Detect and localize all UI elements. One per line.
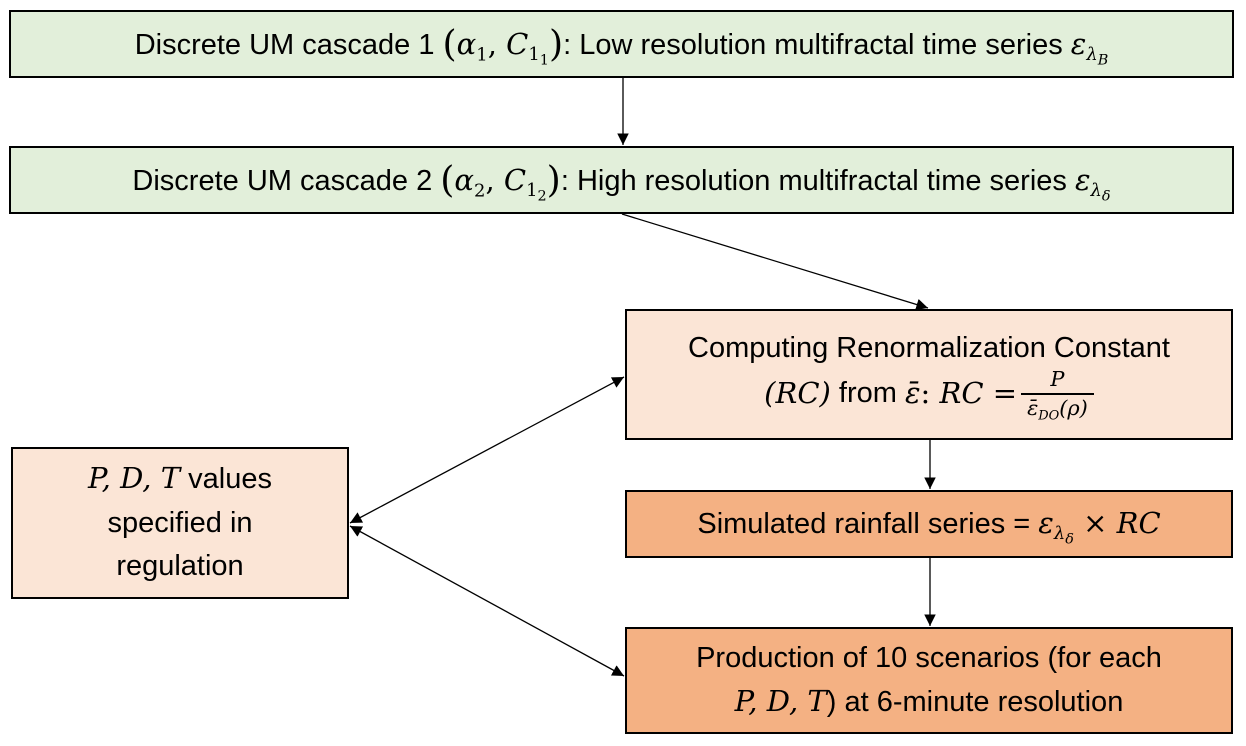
simulated-rainfall-box: Simulated rainfall series = ελδ × RC [625, 490, 1233, 558]
lambda-subsubscript: B [1097, 52, 1109, 69]
arrow-pdt-production [349, 525, 625, 677]
renormalization-box: Computing Renormalization Constant (RC) … [625, 309, 1233, 440]
simulated-rainfall-label: Simulated rainfall series = ελδ × RC [697, 502, 1160, 547]
colon: : [920, 376, 940, 411]
fraction-numerator: P [1050, 367, 1065, 392]
alpha-symbol: α [454, 163, 474, 197]
rc-equals: RC = [939, 376, 1018, 411]
alpha-subscript: 1 [476, 44, 488, 66]
epsilon-bar-symbol: ε̄ [904, 376, 921, 411]
production-line2-rest: ) at 6-minute resolution [826, 686, 1124, 718]
c-subsubscript: 2 [537, 188, 547, 205]
rc-label: (RC) [764, 376, 831, 411]
production-line1: Production of 10 scenarios (for each [696, 641, 1162, 674]
fraction-denominator: ε̄DO(ρ) [1021, 393, 1094, 423]
alpha-symbol: α [456, 27, 477, 61]
c-subscript: 1 [526, 180, 538, 202]
cascade2-prefix: Discrete UM cascade 2 [132, 165, 441, 197]
epsilon-symbol: ε [1070, 27, 1087, 61]
pdt-values-box: P, D, T values specified in regulation [11, 447, 349, 599]
pdt-symbols: P, D, T [88, 461, 181, 496]
cascade1-prefix: Discrete UM cascade 1 [134, 29, 443, 61]
lambda-subscript: λ [1086, 44, 1098, 66]
pdt-line3: regulation [116, 550, 244, 583]
pdt-line1-rest: values [180, 463, 272, 496]
pdt-symbols: P, D, T [734, 684, 827, 718]
denominator-subscript: DO [1038, 408, 1060, 424]
lambda-subsubscript: δ [1065, 531, 1074, 548]
denominator-argument: (ρ) [1059, 396, 1088, 421]
cascade2-suffix: : High resolution multifractal time seri… [560, 165, 1075, 197]
epsilon-symbol: ε [1074, 163, 1091, 197]
times-rc: × RC [1073, 505, 1161, 540]
from-text: from [830, 377, 905, 410]
arrow-pdt-renormalization [349, 376, 625, 524]
denominator-epsilon: ε̄ [1027, 396, 1039, 421]
arrow-cascade2-to-renormalization [621, 213, 929, 311]
simulated-text: Simulated rainfall series = [697, 507, 1039, 540]
c-symbol: C [503, 163, 527, 197]
lambda-subscript: λ [1053, 523, 1066, 545]
renormalization-formula: (RC) from ε̄ : RC = P ε̄DO(ρ) [764, 367, 1094, 423]
cascade2-label: Discrete UM cascade 2 (α2, C12): High re… [132, 157, 1111, 205]
lambda-subscript: λ [1090, 180, 1102, 202]
epsilon-symbol: ε [1038, 505, 1054, 540]
cascade2-box: Discrete UM cascade 2 (α2, C12): High re… [9, 146, 1234, 214]
pdt-line1: P, D, T values [88, 457, 272, 502]
c-subsubscript: 1 [539, 52, 549, 69]
pdt-line2: specified in [107, 506, 253, 539]
cascade1-label: Discrete UM cascade 1 (α1, C11): Low res… [134, 21, 1109, 69]
renormalization-title: Computing Renormalization Constant [688, 331, 1170, 364]
c-symbol: C [506, 27, 529, 61]
rc-fraction: P ε̄DO(ρ) [1021, 367, 1094, 423]
alpha-subscript: 2 [474, 180, 486, 202]
cascade1-suffix: : Low resolution multifractal time serie… [563, 29, 1071, 61]
production-line2: P, D, T) at 6-minute resolution [735, 680, 1124, 725]
c-subscript: 1 [528, 44, 540, 66]
cascade1-box: Discrete UM cascade 1 (α1, C11): Low res… [9, 10, 1234, 78]
production-box: Production of 10 scenarios (for each P, … [625, 627, 1233, 734]
lambda-subsubscript: δ [1101, 188, 1111, 205]
